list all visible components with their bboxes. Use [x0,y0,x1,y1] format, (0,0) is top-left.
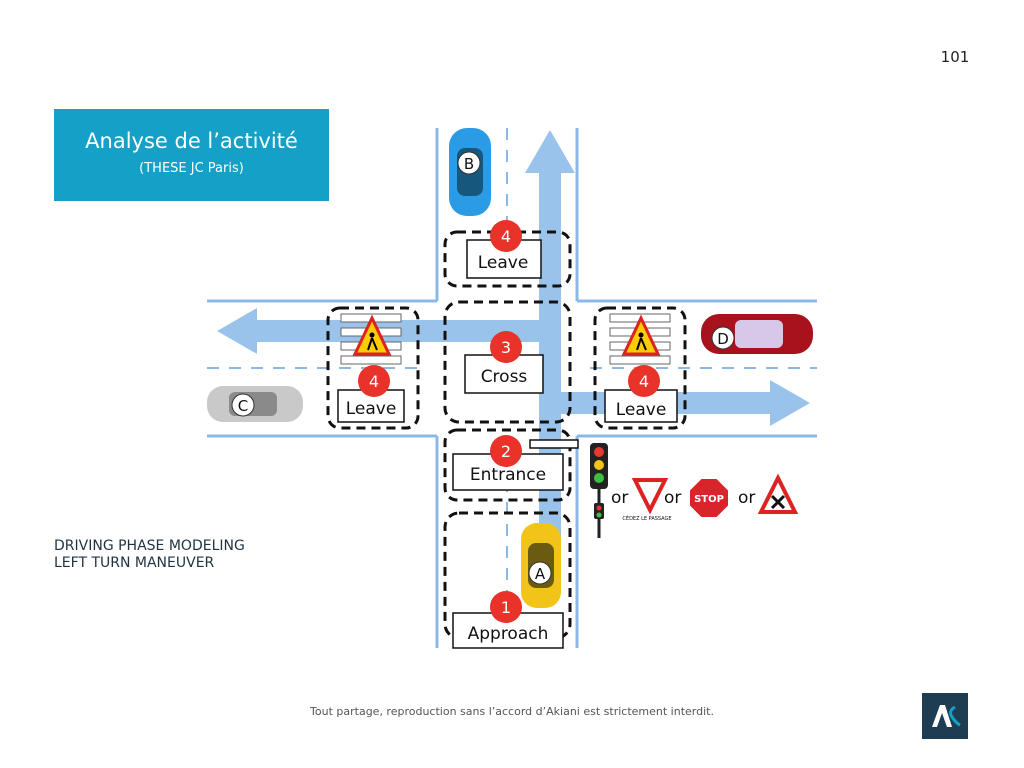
yield-sign-icon [631,478,669,515]
phase-number-1: 1 [501,598,511,617]
phase-label-cross: Cross [481,367,528,387]
title-box: Analyse de l’activité (THESE JC Paris) [54,109,329,201]
intersection-warning-icon [757,473,799,514]
intersection-diagram: Leave Cross Entrance Approach Leave Leav… [195,118,829,662]
vehicle-c: C [207,386,303,422]
slide-title: Analyse de l’activité [85,129,298,153]
footer-disclaimer: Tout partage, reproduction sans l’accord… [310,705,714,718]
phase-number-4-left: 4 [369,372,379,391]
vehicle-a: A [521,523,561,608]
caption-line-2: LEFT TURN MANEUVER [54,555,215,571]
yield-sign-label: CÉDEZ LE PASSAGE [622,514,671,522]
phase-label-leave-top: Leave [478,253,529,273]
vehicle-a-label: A [535,565,546,583]
phase-label-entrance: Entrance [470,465,546,485]
phase-label-leave-right: Leave [616,400,667,420]
phase-number-3: 3 [501,338,511,357]
phase-label-approach: Approach [468,624,549,644]
slide-subtitle: (THESE JC Paris) [139,161,244,176]
pedestrian-warning-icon [621,314,661,356]
or-label-1: or [611,488,628,508]
vehicle-b: B [449,128,491,216]
vehicle-d-label: D [717,330,729,348]
vehicle-b-label: B [464,155,474,173]
phase-number-2: 2 [501,442,511,461]
page-number: 101 [940,48,970,66]
vehicle-c-label: C [238,397,248,415]
phase-number-4-top: 4 [501,227,511,246]
stop-sign-label: STOP [694,494,724,505]
phase-number-4-right: 4 [639,372,649,391]
akiani-logo [922,693,968,739]
phase-label-leave-left: Leave [346,399,397,419]
or-label-3: or [738,488,755,508]
vehicle-d: D [701,314,813,354]
road-lines [207,128,817,648]
diagram-caption: DRIVING PHASE MODELING LEFT TURN MANEUVE… [54,538,245,572]
or-label-2: or [664,488,681,508]
caption-line-1: DRIVING PHASE MODELING [54,538,245,554]
pedestrian-warning-icon [352,314,392,356]
stop-sign-icon: STOP [688,477,730,519]
traffic-light-icon [590,443,608,538]
phase-regions [326,230,687,640]
